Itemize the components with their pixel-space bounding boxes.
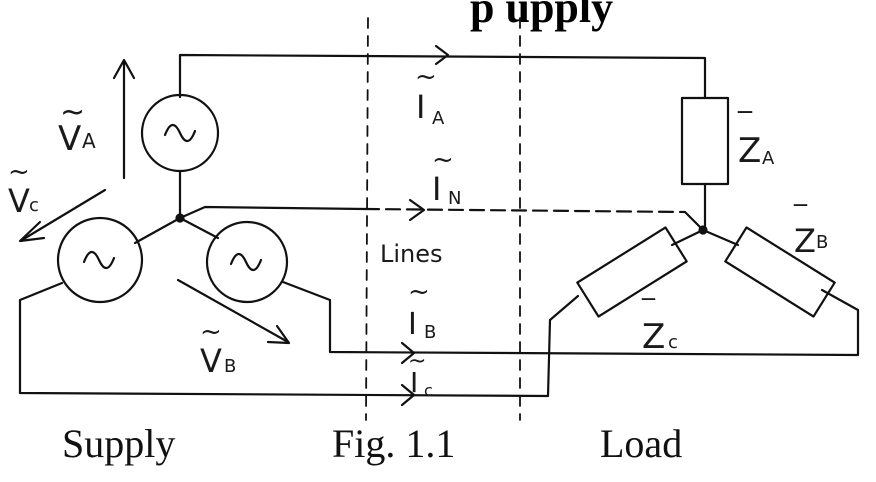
label-zc: Z xyxy=(642,317,665,357)
label-ia-sub: A xyxy=(432,108,445,129)
label-zb-sub: B xyxy=(816,232,828,253)
label-va: V xyxy=(58,119,81,159)
caption-load: Load xyxy=(600,421,683,466)
line-phase-c xyxy=(18,281,580,398)
label-za-sub: A xyxy=(762,148,775,169)
label-in-tilde: ~ xyxy=(432,145,454,175)
label-ia: I xyxy=(416,88,425,126)
label-zc-bar: ‾ xyxy=(641,295,656,325)
label-in-sub: N xyxy=(448,188,461,209)
label-za: Z xyxy=(738,131,761,171)
label-vc-tilde: ~ xyxy=(8,157,30,187)
page-title-fragment: p upply xyxy=(470,0,614,32)
label-zc-sub: c xyxy=(668,332,678,353)
label-za-bar: ‾ xyxy=(737,106,753,139)
zb-lead xyxy=(701,228,740,247)
neutral-line-a xyxy=(178,205,367,220)
source-b-ac-icon xyxy=(229,252,263,272)
label-vb: V xyxy=(200,342,222,380)
label-lines: Lines xyxy=(380,240,443,268)
source-c-circle xyxy=(56,216,144,304)
label-ib-sub: B xyxy=(424,322,436,343)
label-vc: V xyxy=(8,182,30,220)
impedance-za xyxy=(680,96,730,186)
in-arrow xyxy=(408,198,426,222)
source-a-ac-icon xyxy=(163,123,197,143)
source-b-lead xyxy=(178,216,220,240)
ic-arrow xyxy=(400,383,416,407)
label-vb-sub: B xyxy=(224,356,236,377)
vc-arrow xyxy=(20,188,107,242)
source-b-circle xyxy=(205,220,289,304)
label-vc-sub: c xyxy=(29,195,39,216)
va-arrowhead xyxy=(112,58,136,80)
label-zb-bar: ‾ xyxy=(793,201,808,231)
neutral-line-dashed xyxy=(363,207,687,214)
label-va-sub: A xyxy=(82,129,96,153)
zc-lead xyxy=(670,228,705,247)
label-ic-tilde: ~ xyxy=(408,349,426,374)
label-ib: I xyxy=(408,307,417,342)
ia-arrow xyxy=(434,44,450,66)
boundary-line-supply xyxy=(365,17,369,421)
impedance-zb xyxy=(724,226,836,318)
impedance-zc xyxy=(576,226,688,318)
label-ic: I xyxy=(410,366,418,399)
label-ib-tilde: ~ xyxy=(408,277,430,307)
label-vb-tilde: ~ xyxy=(200,317,222,347)
source-c-lead xyxy=(133,216,182,245)
line-phase-a xyxy=(178,53,707,100)
vb-arrowhead xyxy=(266,324,291,345)
line-phase-b xyxy=(281,280,860,357)
label-in: I xyxy=(432,170,441,208)
vc-arrowhead xyxy=(18,220,46,243)
caption-figure: Fig. 1.1 xyxy=(332,421,456,466)
label-ic-sub: c xyxy=(424,381,433,400)
label-ia-tilde: ~ xyxy=(415,62,437,92)
vb-arrow xyxy=(176,278,290,344)
caption-supply: Supply xyxy=(62,421,176,466)
label-va-tilde: ~ xyxy=(60,95,85,130)
ib-arrow xyxy=(400,341,416,365)
source-c-ac-icon xyxy=(82,250,116,270)
label-zb: Z xyxy=(794,222,816,260)
